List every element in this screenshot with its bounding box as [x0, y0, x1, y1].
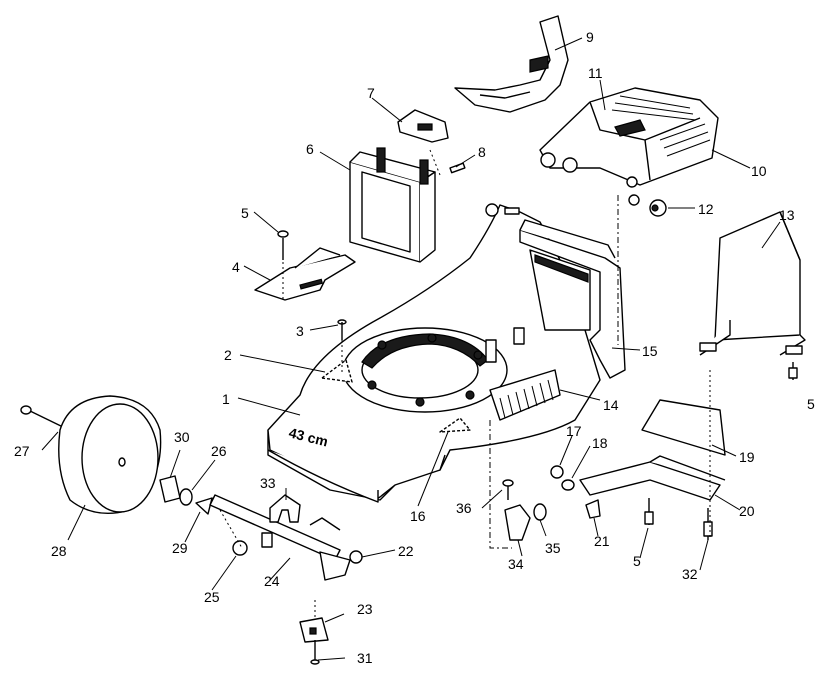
label-part-23: 23 — [357, 601, 373, 617]
support-arm — [579, 399, 726, 501]
label-part-1: 1 — [222, 391, 230, 407]
label-part-3: 3 — [296, 323, 304, 339]
label-part-10: 10 — [751, 163, 767, 179]
label-part-33: 33 — [260, 475, 276, 491]
label-part-22: 22 — [398, 543, 414, 559]
clip-7 — [397, 109, 449, 143]
label-part-35: 35 — [545, 540, 561, 556]
label-part-32: 32 — [682, 566, 698, 582]
label-part-31: 31 — [357, 650, 373, 666]
label-part-9: 9 — [586, 29, 594, 45]
axle-nuts — [232, 540, 363, 564]
label-part-19: 19 — [739, 449, 755, 465]
bracket-plate-13 — [699, 211, 806, 356]
assembly-lines — [219, 149, 711, 618]
label-part-13: 13 — [779, 207, 795, 223]
part-labels: 1 2 3 4 5 6 7 8 9 10 11 12 13 14 15 16 1… — [14, 29, 815, 666]
label-part-7: 7 — [367, 85, 375, 101]
label-part-18: 18 — [592, 435, 608, 451]
cable-fitting — [502, 479, 547, 541]
rear-wheel — [20, 395, 162, 515]
label-part-34: 34 — [508, 556, 524, 572]
label-part-26: 26 — [211, 443, 227, 459]
label-part-6: 6 — [306, 141, 314, 157]
bushing-12 — [628, 194, 667, 217]
label-part-25: 25 — [204, 589, 220, 605]
label-part-30: 30 — [174, 429, 190, 445]
label-part-2: 2 — [224, 347, 232, 363]
chute-box — [349, 147, 436, 263]
label-part-24: 24 — [264, 573, 280, 589]
handle-grip — [454, 15, 569, 113]
engine-cover — [539, 87, 719, 188]
axle — [209, 494, 351, 581]
mower-deck: 43 cm — [267, 203, 626, 503]
label-part-5: 5 — [241, 205, 249, 221]
label-part-12: 12 — [698, 201, 714, 217]
label-part-5-lower: 5 — [633, 553, 641, 569]
label-part-5-right: 5 — [807, 396, 815, 412]
pin-8 — [449, 162, 466, 174]
label-part-11: 11 — [588, 65, 603, 81]
wheel-bushings — [159, 475, 213, 515]
label-part-16: 16 — [410, 508, 426, 524]
label-part-14: 14 — [603, 397, 619, 413]
clip-33 — [269, 494, 301, 523]
label-part-4: 4 — [232, 259, 240, 275]
label-part-17: 17 — [566, 423, 582, 439]
label-part-27: 27 — [14, 443, 30, 459]
label-part-36: 36 — [456, 500, 472, 516]
label-part-20: 20 — [739, 503, 755, 519]
screw-3 — [337, 319, 347, 340]
nut-washer — [550, 465, 575, 491]
flap-bracket — [254, 230, 356, 301]
label-part-29: 29 — [172, 540, 188, 556]
label-part-28: 28 — [51, 543, 67, 559]
bolts — [585, 362, 798, 540]
label-part-15: 15 — [642, 343, 658, 359]
height-bracket — [299, 617, 329, 665]
leader-lines — [41, 37, 781, 661]
label-part-21: 21 — [594, 533, 610, 549]
label-part-8: 8 — [478, 144, 486, 160]
